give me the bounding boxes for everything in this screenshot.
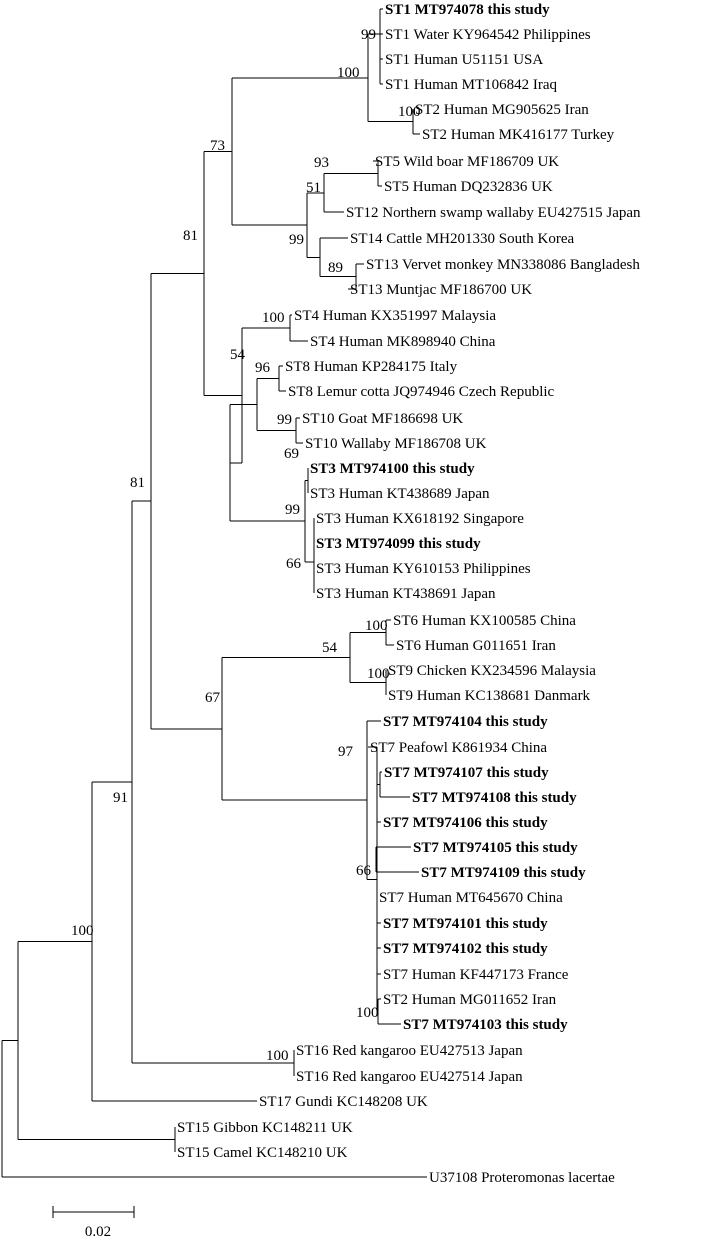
leaf-label: U37108 Proteromonas lacertae bbox=[429, 1170, 615, 1186]
bootstrap-value: 67 bbox=[205, 690, 221, 706]
leaf-label: ST3 Human KX618192 Singapore bbox=[316, 511, 524, 527]
leaf-label: ST10 Wallaby MF186708 UK bbox=[305, 436, 487, 452]
leaf-label: ST4 Human MK898940 China bbox=[310, 334, 496, 350]
bootstrap-value: 81 bbox=[183, 228, 198, 244]
leaf-label: ST9 Human KC138681 Danmark bbox=[388, 688, 591, 704]
leaf-label: ST7 MT974107 this study bbox=[384, 765, 549, 781]
leaf-label: ST3 Human KT438689 Japan bbox=[310, 486, 490, 502]
leaf-label: ST7 MT974102 this study bbox=[383, 941, 548, 957]
leaf-label: ST15 Camel KC148210 UK bbox=[177, 1145, 348, 1161]
bootstrap-value: 97 bbox=[338, 744, 354, 760]
leaf-label: ST3 MT974100 this study bbox=[310, 461, 475, 477]
leaf-label: ST9 Chicken KX234596 Malaysia bbox=[388, 663, 596, 679]
leaf-label: ST10 Goat MF186698 UK bbox=[302, 411, 463, 427]
bootstrap-value: 99 bbox=[285, 502, 300, 518]
leaf-label: ST15 Gibbon KC148211 UK bbox=[177, 1120, 353, 1136]
leaf-label: ST14 Cattle MH201330 South Korea bbox=[350, 231, 574, 247]
leaf-label: ST7 Human KF447173 France bbox=[383, 967, 569, 983]
bootstrap-values: 99 100 100 93 51 89 99 73 100 96 99 69 66 99 54 81 100 10… bbox=[71, 27, 421, 1064]
leaf-label: ST6 Human KX100585 China bbox=[393, 613, 576, 629]
bootstrap-value: 89 bbox=[328, 260, 343, 276]
leaf-label: ST12 Northern swamp wallaby EU427515 Jap… bbox=[346, 205, 641, 221]
bootstrap-value: 66 bbox=[286, 556, 302, 572]
bootstrap-value: 99 bbox=[361, 27, 376, 43]
leaf-label: ST7 Human MT645670 China bbox=[379, 890, 563, 906]
leaf-label: ST1 MT974078 this study bbox=[385, 2, 550, 18]
leaf-label: ST5 Human DQ232836 UK bbox=[384, 179, 553, 195]
leaf-label: ST2 Human MG905625 Iran bbox=[415, 102, 589, 118]
tree-branches bbox=[1, 8, 427, 1178]
leaf-label: ST2 Human MK416177 Turkey bbox=[422, 127, 615, 143]
leaf-label: ST7 Peafowl K861934 China bbox=[370, 740, 547, 756]
leaf-label: ST13 Muntjac MF186700 UK bbox=[350, 282, 532, 298]
bootstrap-value: 99 bbox=[289, 232, 304, 248]
leaf-label: ST7 MT974105 this study bbox=[413, 840, 578, 856]
scale-bar-label: 0.02 bbox=[85, 1224, 111, 1240]
leaf-label: ST7 MT974101 this study bbox=[383, 916, 548, 932]
leaf-label: ST7 MT974109 this study bbox=[421, 865, 586, 881]
bootstrap-value: 100 bbox=[266, 1048, 289, 1064]
bootstrap-value: 51 bbox=[306, 180, 321, 196]
scale-bar: 0.02 bbox=[52, 1206, 135, 1240]
leaf-label: ST16 Red kangaroo EU427514 Japan bbox=[296, 1069, 523, 1085]
leaf-label: ST3 Human KY610153 Philippines bbox=[316, 561, 531, 577]
leaf-label: ST1 Human MT106842 Iraq bbox=[385, 77, 558, 93]
leaf-label: ST7 MT974108 this study bbox=[412, 790, 577, 806]
leaf-label: ST6 Human G011651 Iran bbox=[396, 638, 556, 654]
bootstrap-value: 81 bbox=[130, 475, 145, 491]
leaf-label: ST7 MT974104 this study bbox=[383, 714, 548, 730]
leaf-label: ST7 MT974103 this study bbox=[403, 1017, 568, 1033]
bootstrap-value: 93 bbox=[314, 155, 329, 171]
leaf-label: ST1 Human U51151 USA bbox=[385, 52, 543, 68]
leaf-label: ST3 MT974099 this study bbox=[316, 536, 481, 552]
leaf-label: ST16 Red kangaroo EU427513 Japan bbox=[296, 1043, 523, 1059]
bootstrap-value: 100 bbox=[365, 618, 388, 634]
leaf-label: ST17 Gundi KC148208 UK bbox=[259, 1094, 428, 1110]
bootstrap-value: 100 bbox=[337, 65, 360, 81]
leaf-label: ST4 Human KX351997 Malaysia bbox=[294, 308, 496, 324]
leaf-label: ST7 MT974106 this study bbox=[383, 815, 548, 831]
bootstrap-value: 100 bbox=[262, 310, 285, 326]
bootstrap-value: 69 bbox=[284, 446, 299, 462]
bootstrap-value: 100 bbox=[398, 104, 421, 120]
leaf-label: ST5 Wild boar MF186709 UK bbox=[375, 154, 559, 170]
bootstrap-value: 100 bbox=[356, 1005, 379, 1021]
bootstrap-value: 66 bbox=[356, 863, 372, 879]
bootstrap-value: 100 bbox=[71, 923, 94, 939]
leaf-label: ST13 Vervet monkey MN338086 Bangladesh bbox=[366, 257, 640, 273]
leaf-label: ST1 Water KY964542 Philippines bbox=[385, 27, 591, 43]
leaf-label: ST3 Human KT438691 Japan bbox=[316, 586, 496, 602]
bootstrap-value: 54 bbox=[322, 640, 338, 656]
leaf-label: ST2 Human MG011652 Iran bbox=[383, 992, 557, 1008]
bootstrap-value: 54 bbox=[230, 347, 246, 363]
bootstrap-value: 96 bbox=[255, 360, 271, 376]
leaf-label: ST8 Human KP284175 Italy bbox=[285, 359, 458, 375]
bootstrap-value: 99 bbox=[277, 412, 292, 428]
bootstrap-value: 73 bbox=[210, 138, 225, 154]
bootstrap-value: 100 bbox=[367, 666, 390, 682]
bootstrap-value: 91 bbox=[113, 790, 128, 806]
leaf-label: ST8 Lemur cotta JQ974946 Czech Republic bbox=[288, 384, 555, 400]
